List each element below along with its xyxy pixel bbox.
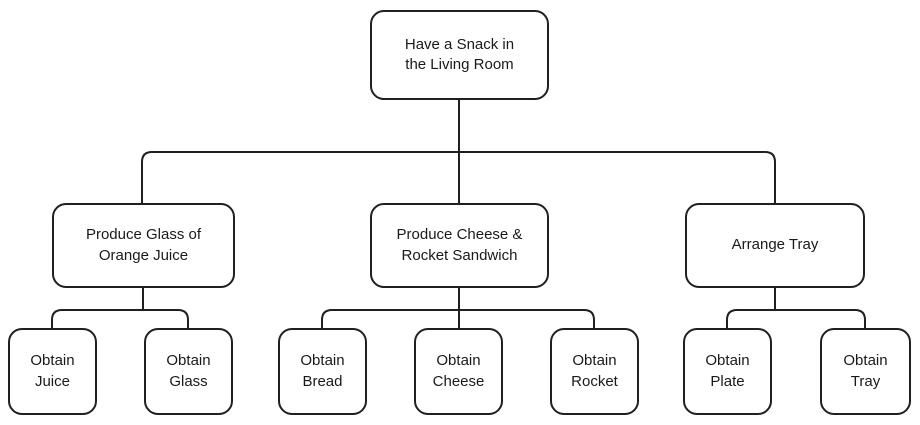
node-task-obtain-cheese[interactable]: Obtain Cheese bbox=[414, 328, 503, 415]
node-method-produce-cheese-rocket-sandwich[interactable]: Produce Cheese & Rocket Sandwich bbox=[370, 203, 549, 288]
node-task-obtain-juice[interactable]: Obtain Juice bbox=[8, 328, 97, 415]
edge-method-2-to-leaf-bread bbox=[321, 309, 459, 328]
node-task-obtain-tray-label: Obtain Tray bbox=[843, 352, 888, 390]
edge-method-3-to-leaf-plate bbox=[726, 309, 775, 328]
node-root-goal[interactable]: Have a Snack in the Living Room bbox=[370, 10, 549, 100]
edge-method-2-to-leaf-rocket bbox=[459, 309, 595, 328]
node-root-goal-label: Have a Snack in the Living Room bbox=[404, 35, 515, 73]
edge-root-to-method-3 bbox=[459, 151, 776, 203]
edge-method-1-to-leaf-juice bbox=[51, 309, 143, 328]
edge-method-3-to-leaf-tray bbox=[775, 309, 866, 328]
node-method-produce-orange-juice[interactable]: Produce Glass of Orange Juice bbox=[52, 203, 235, 288]
node-method-produce-orange-juice-label: Produce Glass of Orange Juice bbox=[85, 226, 202, 264]
edge-method-1-to-leaf-glass bbox=[143, 309, 189, 328]
node-task-obtain-glass[interactable]: Obtain Glass bbox=[144, 328, 233, 415]
node-task-obtain-cheese-label: Obtain Cheese bbox=[432, 352, 485, 390]
node-task-obtain-juice-label: Obtain Juice bbox=[30, 352, 75, 390]
node-task-obtain-plate-label: Obtain Plate bbox=[705, 352, 750, 390]
node-method-arrange-tray-label: Arrange Tray bbox=[731, 236, 819, 254]
node-task-obtain-tray[interactable]: Obtain Tray bbox=[820, 328, 911, 415]
edge-root-to-method-1 bbox=[141, 151, 459, 203]
node-task-obtain-rocket[interactable]: Obtain Rocket bbox=[550, 328, 639, 415]
node-task-obtain-bread-label: Obtain Bread bbox=[300, 352, 345, 390]
node-task-obtain-plate[interactable]: Obtain Plate bbox=[683, 328, 772, 415]
node-task-obtain-rocket-label: Obtain Rocket bbox=[571, 352, 618, 390]
node-method-produce-cheese-rocket-sandwich-label: Produce Cheese & Rocket Sandwich bbox=[396, 226, 523, 264]
node-task-obtain-bread[interactable]: Obtain Bread bbox=[278, 328, 367, 415]
node-task-obtain-glass-label: Obtain Glass bbox=[166, 352, 211, 390]
node-method-arrange-tray[interactable]: Arrange Tray bbox=[685, 203, 865, 288]
